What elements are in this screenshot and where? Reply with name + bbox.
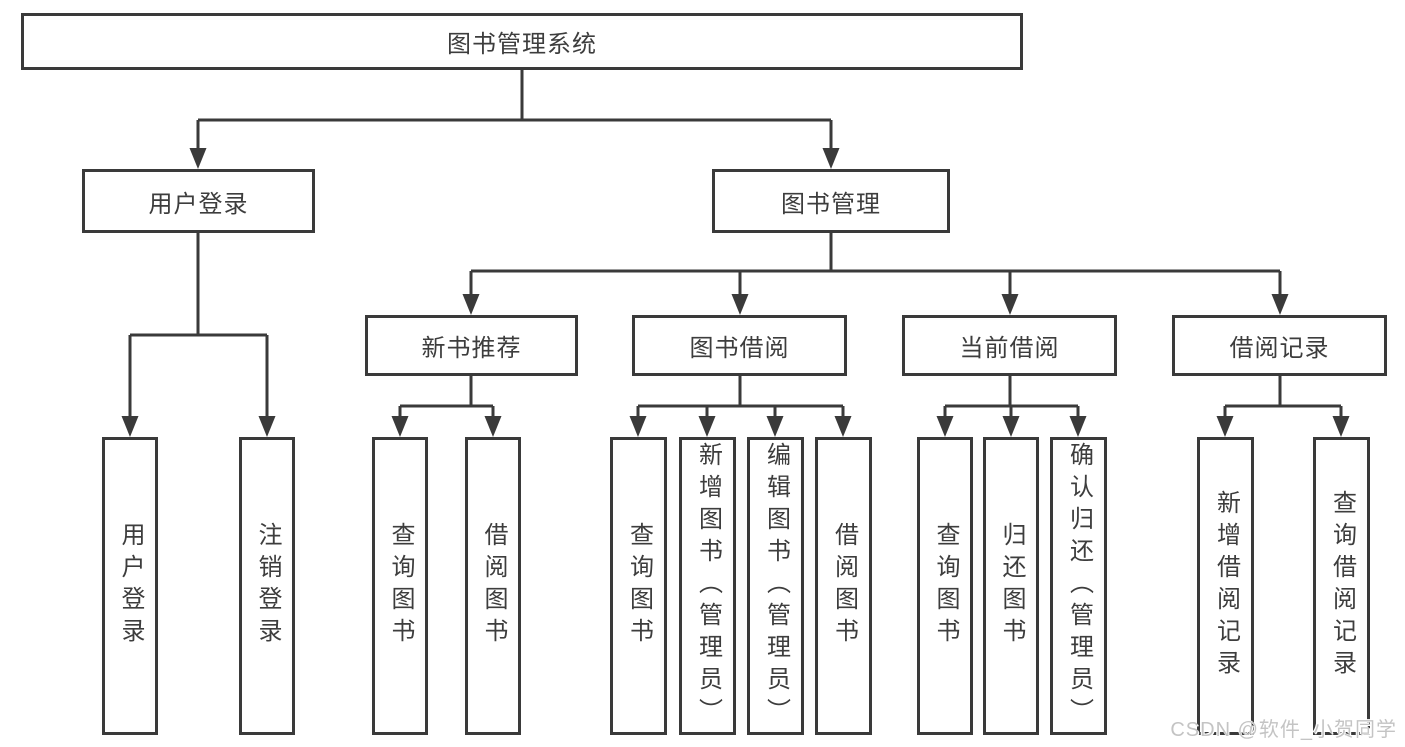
node-new-book-recommend: 新书推荐 (365, 315, 578, 376)
leaf-return-book: 归还图书 (983, 437, 1039, 735)
arrowhead (121, 416, 139, 437)
arrowhead (1002, 416, 1020, 437)
node-book-borrow: 图书借阅 (632, 315, 847, 376)
leaf-label: 编辑图书（管理员） (762, 442, 790, 730)
node-current-borrow: 当前借阅 (902, 315, 1117, 376)
arrowhead (1332, 416, 1350, 437)
connector-borrow-to-leaves (636, 376, 845, 418)
leaf-label: 借阅图书 (480, 522, 507, 650)
leaf-label: 查询图书 (387, 522, 414, 650)
leaf-recommend-borrow-book: 借阅图书 (465, 437, 521, 735)
node-book-management: 图书管理 (712, 169, 950, 233)
node-label: 图书管理 (781, 190, 881, 218)
node-root-system: 图书管理系统 (21, 13, 1023, 70)
leaf-borrow-query-book: 查询图书 (610, 437, 667, 735)
connector-newbook-to-leaves (398, 376, 495, 418)
node-label: 图书管理系统 (447, 31, 597, 58)
leaf-current-query-book: 查询图书 (917, 437, 973, 735)
arrowhead (484, 416, 502, 437)
leaf-add-book-admin: 新增图书（管理员） (679, 437, 736, 735)
node-label: 借阅记录 (1229, 335, 1330, 362)
arrowhead (834, 416, 852, 437)
node-label: 新书推荐 (421, 335, 522, 362)
leaf-label: 用户登录 (117, 522, 144, 650)
arrowhead (1271, 294, 1289, 315)
leaf-recommend-query-book: 查询图书 (372, 437, 428, 735)
arrowhead (391, 416, 409, 437)
leaf-label: 注销登录 (254, 522, 281, 650)
node-user-login: 用户登录 (82, 169, 315, 233)
leaf-label: 查询借阅记录 (1328, 490, 1356, 682)
leaf-confirm-return-admin: 确认归还（管理员） (1050, 437, 1107, 735)
leaf-logout: 注销登录 (239, 437, 295, 735)
leaf-label: 借阅图书 (830, 522, 858, 650)
leaf-edit-book-admin: 编辑图书（管理员） (747, 437, 804, 735)
arrowhead (1001, 294, 1019, 315)
leaf-user-login: 用户登录 (102, 437, 158, 735)
arrowhead (258, 416, 276, 437)
connector-record-to-leaves (1223, 376, 1343, 418)
arrowhead (189, 148, 207, 169)
node-borrow-record: 借阅记录 (1172, 315, 1387, 376)
leaf-label: 归还图书 (998, 522, 1025, 650)
leaf-label: 新增图书（管理员） (694, 442, 722, 730)
node-label: 用户登录 (148, 190, 249, 218)
leaf-borrow-book: 借阅图书 (815, 437, 872, 735)
node-label: 图书借阅 (689, 335, 790, 362)
connector-userlogin-to-leaves (128, 233, 269, 418)
connector-current-to-leaves (943, 376, 1080, 418)
arrowhead (936, 416, 954, 437)
arrowhead (731, 294, 749, 315)
leaf-query-borrow-record: 查询借阅记录 (1313, 437, 1370, 735)
leaf-label: 新增借阅记录 (1212, 490, 1240, 682)
leaf-label: 查询图书 (625, 522, 653, 650)
arrowhead (698, 416, 716, 437)
connector-root-to-level2 (196, 70, 833, 150)
node-label: 当前借阅 (959, 335, 1060, 362)
arrowhead (1069, 416, 1087, 437)
arrowhead (822, 148, 840, 169)
arrowhead (1216, 416, 1234, 437)
csdn-watermark: CSDN @软件_小贺同学 (1170, 719, 1397, 741)
leaf-label: 查询图书 (932, 522, 959, 650)
arrowhead (462, 294, 480, 315)
leaf-label: 确认归还（管理员） (1065, 442, 1093, 730)
arrowhead (766, 416, 784, 437)
leaf-add-borrow-record: 新增借阅记录 (1197, 437, 1254, 735)
connector-bookmgmt-to-level3 (469, 233, 1282, 296)
arrowhead (629, 416, 647, 437)
